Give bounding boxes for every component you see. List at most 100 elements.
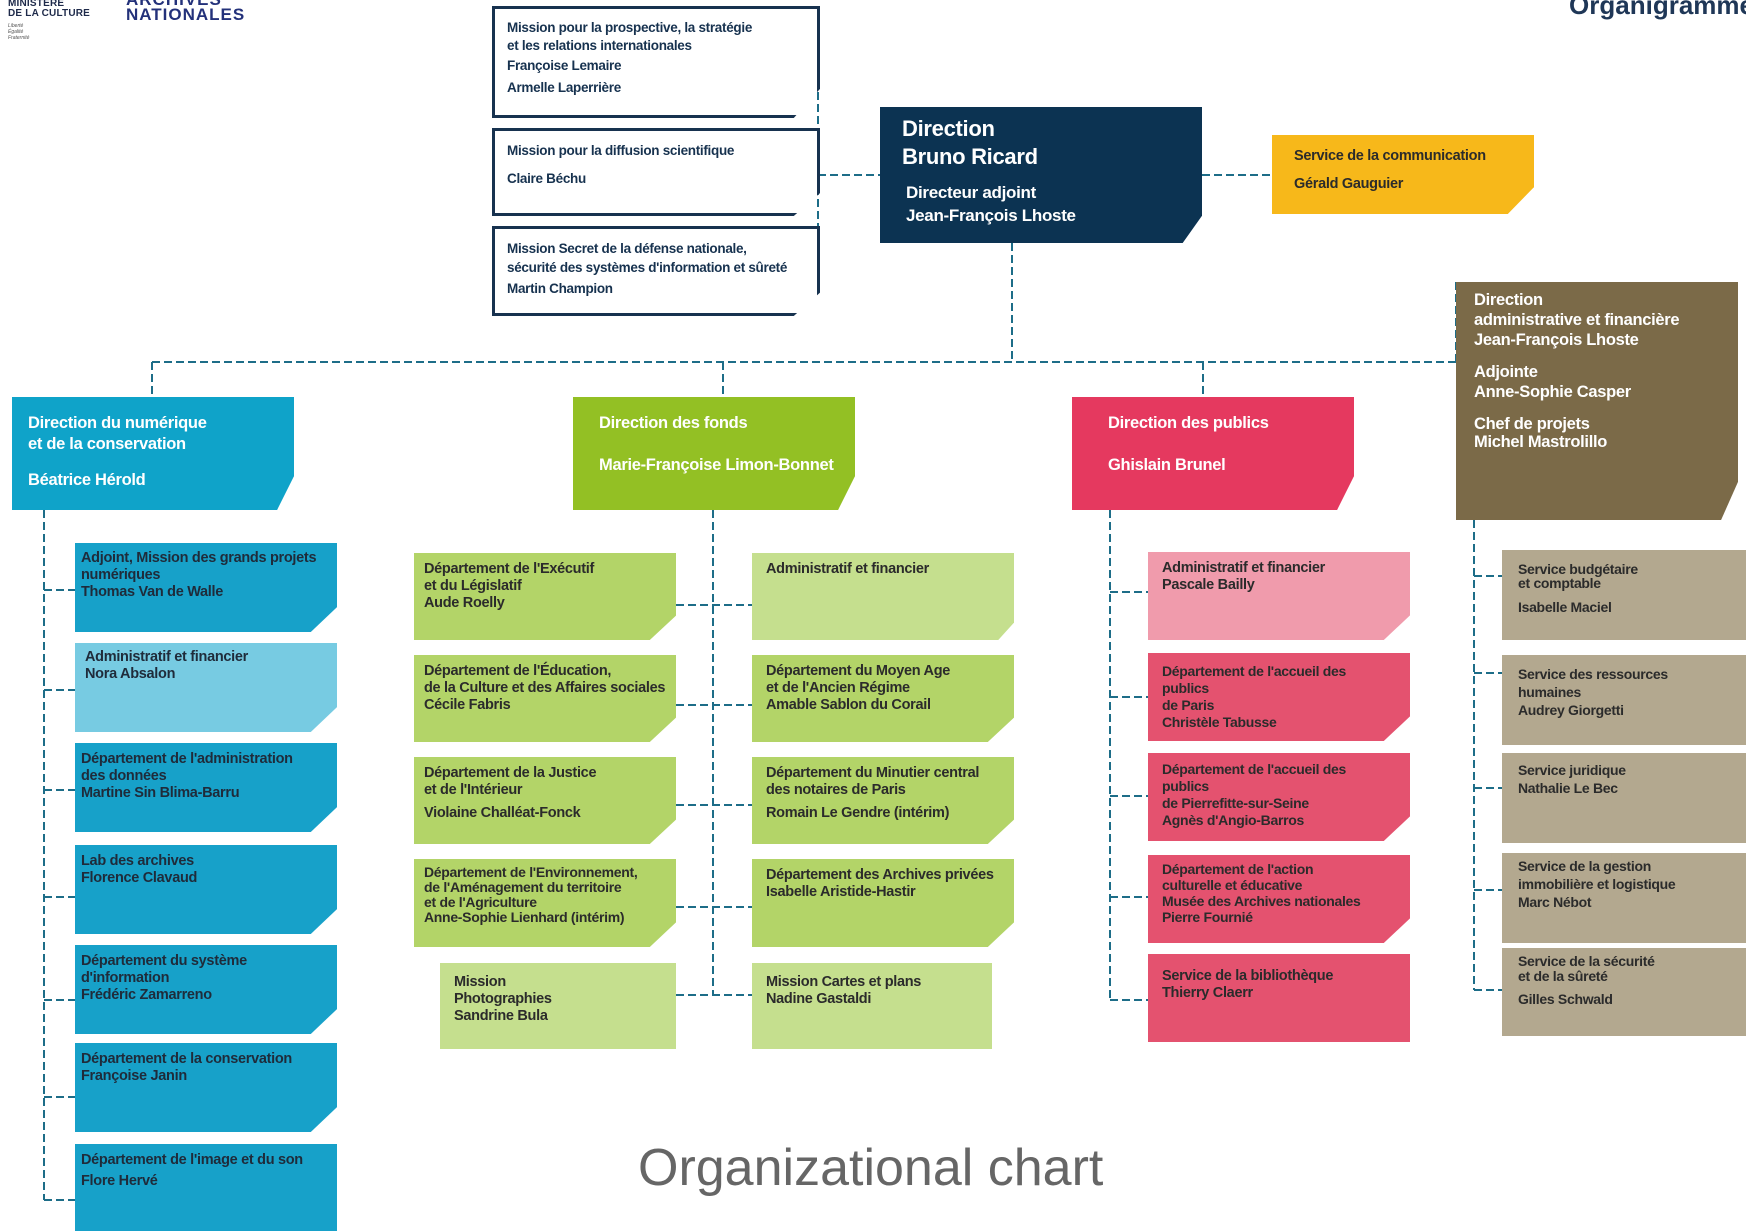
daf-title: Direction administrative et financière <box>1474 291 1680 329</box>
daf-chef-label: Chef de projets <box>1474 415 1590 433</box>
unit-title: Service de la bibliothèque <box>1162 968 1334 984</box>
unit-name: Françoise Janin <box>81 1068 187 1084</box>
unit-fonds-left-4: Département de l'Environnement, de l'Amé… <box>414 859 676 947</box>
mission-names: Françoise Lemaire Armelle Laperrière <box>507 58 622 95</box>
unit-title: Mission Cartes et plans <box>766 974 922 990</box>
unit-name: Thierry Claerr <box>1162 985 1253 1001</box>
mission-diffusion: Mission pour la diffusion scientifique C… <box>492 128 820 216</box>
daf-adj-label: Adjointe <box>1474 363 1538 381</box>
mission-secret-defense: Mission Secret de la défense nationale, … <box>492 226 820 316</box>
unit-fonds-right-2: Département du Moyen Age et de l'Ancien … <box>752 655 1014 742</box>
unit-name: Flore Hervé <box>81 1173 158 1189</box>
direction-fonds-box: Direction des fonds Marie-Françoise Limo… <box>573 397 855 510</box>
unit-title: Département des Archives privées <box>766 867 994 883</box>
direction-fonds-head: Marie-Françoise Limon-Bonnet <box>599 456 834 474</box>
unit-title: Département du système d'information <box>81 953 247 986</box>
unit-title: Département du Minutier central des nota… <box>766 765 980 798</box>
unit-name: Florence Clavaud <box>81 870 198 886</box>
unit-name: Sandrine Bula <box>454 1008 548 1024</box>
direction-deputy-label: Directeur adjoint <box>906 183 1036 202</box>
page-title: Organigramme <box>1569 0 1746 20</box>
unit-daf-4: Service de la gestion immobilière et log… <box>1502 853 1746 943</box>
unit-title: Lab des archives <box>81 853 194 869</box>
unit-numerique-2: Administratif et financier Nora Absalon <box>75 643 337 732</box>
unit-name: Nadine Gastaldi <box>766 991 872 1007</box>
chart-caption: Organizational chart <box>638 1139 1104 1197</box>
unit-daf-2: Service des ressources humaines Audrey G… <box>1502 655 1746 745</box>
archives-nationales-logo: ARCHIVES NATIONALES <box>126 0 246 24</box>
direction-numerique-title: Direction du numérique et de la conserva… <box>28 414 207 453</box>
direction-numerique-head: Béatrice Hérold <box>28 471 146 489</box>
unit-numerique-7: Département de l'image et du son Flore H… <box>75 1144 337 1231</box>
unit-name: Marc Nébot <box>1518 894 1592 910</box>
unit-title: Département de l'administration des donn… <box>81 751 293 784</box>
unit-name: Audrey Giorgetti <box>1518 702 1624 718</box>
unit-publics-3: Département de l'accueil des publics de … <box>1148 753 1410 841</box>
unit-fonds-left-5: Mission Photographies Sandrine Bula <box>440 963 676 1049</box>
unit-name: Isabelle Maciel <box>1518 599 1612 615</box>
unit-title: Mission Photographies <box>454 974 552 1007</box>
unit-title: Département du Moyen Age et de l'Ancien … <box>766 663 951 696</box>
mission-title: Mission Secret de la défense nationale, … <box>507 241 788 275</box>
mission-names: Claire Béchu <box>507 171 586 186</box>
unit-name: Martine Sin Blima-Barru <box>81 785 240 801</box>
unit-numerique-6: Département de la conservation Françoise… <box>75 1043 337 1132</box>
unit-title: Administratif et financier <box>766 561 930 577</box>
unit-numerique-4: Lab des archives Florence Clavaud <box>75 845 337 934</box>
communication-title: Service de la communication <box>1294 148 1486 164</box>
unit-daf-1: Service budgétaire et comptable Isabelle… <box>1502 550 1746 640</box>
unit-fonds-left-3: Département de la Justice et de l'Intéri… <box>414 757 676 844</box>
unit-title: Département de l'image et du son <box>81 1152 303 1168</box>
direction-fonds-title: Direction des fonds <box>599 414 748 432</box>
unit-title: Département de l'accueil des publics de … <box>1162 663 1347 713</box>
unit-fonds-right-5: Mission Cartes et plans Nadine Gastaldi <box>752 963 992 1049</box>
daf-chef: Michel Mastrolillo <box>1474 433 1608 451</box>
direction-title: Direction <box>902 116 995 141</box>
unit-numerique-1: Adjoint, Mission des grands projets numé… <box>75 543 337 632</box>
unit-publics-1: Administratif et financier Pascale Baill… <box>1148 552 1410 640</box>
direction-deputy: Jean-François Lhoste <box>906 206 1076 225</box>
unit-title: Département de la Justice et de l'Intéri… <box>424 765 597 798</box>
unit-publics-5: Service de la bibliothèque Thierry Claer… <box>1148 954 1410 1042</box>
direction-publics-title: Direction des publics <box>1108 414 1269 432</box>
unit-name: Romain Le Gendre (intérim) <box>766 805 950 821</box>
unit-title: Adjoint, Mission des grands projets numé… <box>81 550 317 583</box>
unit-title: Administratif et financier <box>85 649 249 665</box>
daf-head: Jean-François Lhoste <box>1474 331 1639 349</box>
direction-head: Bruno Ricard <box>902 144 1038 169</box>
mission-title: Mission pour la diffusion scientifique <box>507 143 735 158</box>
unit-title: Service des ressources humaines <box>1518 666 1668 700</box>
direction-box: Direction Bruno Ricard Directeur adjoint… <box>880 107 1202 243</box>
daf-adj: Anne-Sophie Casper <box>1474 383 1631 401</box>
ministry-name: MINISTÈRE DE LA CULTURE <box>8 0 91 19</box>
unit-name: Cécile Fabris <box>424 697 511 713</box>
unit-title: Département de l'Éducation, de la Cultur… <box>424 663 666 696</box>
unit-name: Thomas Van de Walle <box>81 584 224 600</box>
unit-publics-2: Département de l'accueil des publics de … <box>1148 653 1410 741</box>
unit-name: Gilles Schwald <box>1518 991 1613 1007</box>
mission-prospective: Mission pour la prospective, la stratégi… <box>492 6 820 118</box>
unit-name: Christèle Tabusse <box>1162 714 1277 730</box>
unit-name: Agnès d'Angio-Barros <box>1162 812 1305 828</box>
ministry-logo: MINISTÈRE DE LA CULTURE Liberté Égalité … <box>8 0 244 41</box>
communication-name: Gérald Gauguier <box>1294 176 1404 192</box>
daf-box: Direction administrative et financière J… <box>1456 282 1738 520</box>
unit-title: Département de l'Exécutif et du Législat… <box>424 561 594 594</box>
unit-name: Amable Sablon du Corail <box>766 697 931 713</box>
direction-publics-box: Direction des publics Ghislain Brunel <box>1072 397 1354 510</box>
unit-title: Département de la conservation <box>81 1051 292 1067</box>
unit-fonds-right-3: Département du Minutier central des nota… <box>752 757 1014 844</box>
unit-publics-4: Département de l'action culturelle et éd… <box>1148 855 1410 943</box>
mission-names: Martin Champion <box>507 281 613 296</box>
unit-fonds-right-1: Administratif et financier <box>752 553 1014 640</box>
ministry-motto: Liberté Égalité Fraternité <box>8 23 30 41</box>
unit-title: Département de l'accueil des publics de … <box>1162 761 1347 811</box>
unit-title: Service juridique <box>1518 762 1626 778</box>
unit-fonds-right-4: Département des Archives privées Isabell… <box>752 859 1014 947</box>
unit-title: Service budgétaire et comptable <box>1518 561 1638 591</box>
unit-name: Aude Roelly <box>424 595 505 611</box>
direction-numerique-box: Direction du numérique et de la conserva… <box>12 397 294 510</box>
unit-name: Pascale Bailly <box>1162 577 1255 593</box>
unit-title: Service de la sécurité et de la sûreté <box>1518 953 1655 984</box>
unit-name: Isabelle Aristide-Hastir <box>766 884 916 900</box>
